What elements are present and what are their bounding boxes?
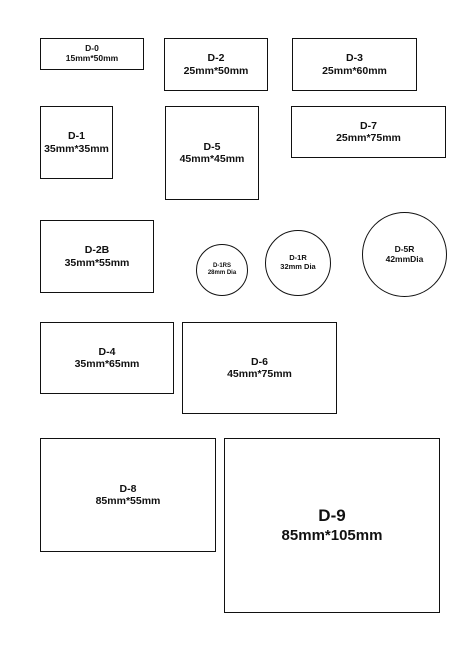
label-size: 25mm*60mm (322, 64, 387, 77)
label-size: 85mm*105mm (281, 526, 383, 544)
label-size: 32mm Dia (280, 262, 316, 271)
label-size: 45mm*75mm (227, 368, 292, 380)
label-code: D-1R (289, 253, 307, 263)
label-code: D-6 (251, 355, 268, 368)
label-code: D-1 (68, 130, 85, 143)
label-size: 35mm*65mm (74, 358, 140, 370)
label-size: 28mm Dia (207, 270, 237, 276)
label-d1rs-circle: D-1RS 28mm Dia (196, 244, 248, 296)
label-code: D-2 (207, 52, 225, 65)
label-size: 85mm*55mm (95, 495, 161, 507)
label-d5-rectangle: D-5 45mm*45mm (165, 106, 259, 200)
label-size: 35mm*35mm (44, 142, 109, 155)
label-size: 15mm*50mm (65, 53, 119, 63)
label-d0-rectangle: D-0 15mm*50mm (40, 38, 144, 70)
label-code: D-5R (394, 243, 415, 254)
label-d2b-rectangle: D-2B 35mm*55mm (40, 220, 154, 293)
label-code: D-4 (98, 345, 116, 358)
label-code: D-5 (203, 140, 221, 153)
label-d1r-circle: D-1R 32mm Dia (265, 230, 331, 296)
label-d9-rectangle: D-9 85mm*105mm (224, 438, 440, 613)
label-d8-rectangle: D-8 85mm*55mm (40, 438, 216, 552)
label-code: D-9 (318, 506, 346, 526)
label-size: 25mm*75mm (336, 132, 401, 144)
label-d4-rectangle: D-4 35mm*65mm (40, 322, 174, 394)
label-code: D-7 (360, 119, 377, 132)
label-code: D-0 (85, 43, 99, 54)
label-d5r-circle: D-5R 42mmDia (362, 212, 447, 297)
label-size: 35mm*55mm (64, 256, 130, 269)
label-d7-rectangle: D-7 25mm*75mm (291, 106, 446, 158)
label-code: D-2B (84, 244, 110, 257)
label-d3-rectangle: D-3 25mm*60mm (292, 38, 417, 91)
label-size: 45mm*45mm (179, 153, 245, 165)
label-code: D-3 (346, 52, 363, 65)
label-size: 42mmDia (385, 253, 424, 264)
label-d2-rectangle: D-2 25mm*50mm (164, 38, 268, 91)
label-code: D-8 (119, 482, 137, 495)
label-d1-rectangle: D-1 35mm*35mm (40, 106, 113, 179)
label-code: D-1RS (212, 263, 231, 270)
label-d6-rectangle: D-6 45mm*75mm (182, 322, 337, 414)
label-size: 25mm*50mm (183, 64, 249, 77)
